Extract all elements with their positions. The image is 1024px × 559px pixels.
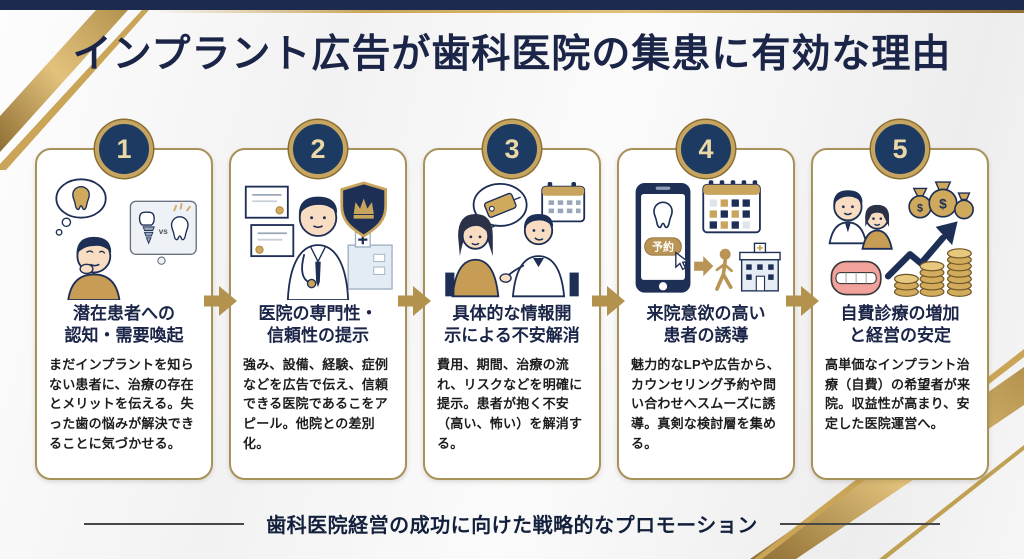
step-card-5: 5 [811, 120, 989, 480]
thought-bubble-icon [55, 178, 107, 236]
smartphone-icon: 予約 [635, 182, 691, 293]
shield-crown-icon [340, 181, 388, 238]
expertise-illustration-svg [244, 181, 393, 300]
doctor-figure [828, 190, 868, 245]
flow-arrow-icon [694, 256, 714, 277]
dentures-icon [830, 260, 882, 296]
clinic-building-icon [739, 242, 781, 292]
step-body-5: 高単価なインプラント治療（自費）の希望者が来院。収益性が高まり、安定した医院運営… [825, 356, 971, 432]
worried-person-figure [67, 236, 121, 300]
certificate-icon-2 [250, 224, 295, 258]
patient-figure [861, 204, 893, 250]
footer-label: 歯科医院経営の成功に向けた戦略的なプロモーション [266, 515, 758, 537]
step-badge-2: 2 [289, 120, 347, 178]
awareness-illustration: vs [37, 150, 211, 300]
money-bag-icon: $ $ [908, 181, 974, 220]
step-title-4: 来院意欲の高い 患者の誘導 [646, 304, 766, 346]
footer-line-right [779, 522, 940, 525]
awareness-illustration-svg: vs [55, 178, 197, 300]
step-card-1: 1 [35, 120, 213, 480]
implant-icon [138, 211, 155, 245]
certificate-icon [244, 185, 289, 219]
guidance-illustration-svg: 予約 [635, 180, 781, 293]
step-badge-3: 3 [483, 120, 541, 178]
step-arrow-1 [204, 286, 237, 316]
step-badge-1: 1 [95, 120, 153, 178]
step-title-3: 具体的な情報開 示による不安解消 [444, 304, 580, 346]
reserve-label: 予約 [652, 240, 674, 254]
step-card-3: 3 [423, 120, 601, 480]
doctor-figure [286, 196, 350, 300]
tooth-icon [72, 185, 90, 211]
page-title: インプラント広告が歯科医院の集患に有効な理由 [72, 33, 952, 76]
step-arrow-4 [786, 286, 819, 316]
vs-label: vs [159, 227, 169, 236]
dentist-figure [499, 214, 579, 298]
clinic-building-icon [347, 231, 393, 290]
price-tag-bubble [472, 182, 528, 235]
walking-person-icon [715, 248, 733, 291]
guidance-illustration: 予約 [619, 150, 793, 300]
gold-accent-line [150, 10, 1024, 13]
footer-line-left [84, 522, 245, 525]
revenue-illustration-svg: $ $ [828, 181, 974, 297]
cards-row: 1 [35, 120, 989, 480]
price-tag-icon [483, 192, 521, 218]
patient-figure [445, 214, 500, 298]
dollar-label-2: $ [939, 197, 947, 212]
implant-vs-tooth-panel: vs [129, 200, 197, 265]
reserve-button: 予約 [644, 237, 682, 256]
sparkle-icon [173, 203, 191, 212]
dollar-label: $ [917, 202, 923, 214]
booking-calendar-icon [702, 180, 761, 234]
top-bar [0, 0, 1024, 10]
consultation-illustration-svg [445, 182, 586, 298]
step-badge-4: 4 [677, 120, 735, 178]
growth-arrow-icon [884, 221, 958, 280]
step-body-3: 費用、期間、治療の流れ、リスクなどを明確に提示。患者が抱く不安（高い、怖い）を解… [437, 356, 583, 451]
cursor-icon [675, 251, 690, 271]
step-title-5: 自費診療の増加 と経営の安定 [840, 304, 960, 346]
revenue-illustration: $ $ [813, 150, 987, 300]
step-card-2: 2 [229, 120, 407, 480]
step-arrow-3 [592, 286, 625, 316]
step-arrow-2 [398, 286, 431, 316]
step-body-1: まだインプラントを知らない患者に、治療の存在とメリットを伝える。失った歯の悩みが… [49, 356, 195, 451]
step-title-1: 潜在患者への 認知・需要喚起 [64, 304, 184, 346]
calendar-icon [541, 182, 586, 223]
step-title-2: 医院の専門性・ 信頼性の提示 [258, 304, 378, 346]
consultation-illustration [425, 150, 599, 300]
step-body-4: 魅力的なLPや広告から、カウンセリング予約や問い合わせへスムーズに誘導。真剣な検… [631, 356, 781, 451]
healthy-tooth-icon [170, 216, 189, 241]
step-badge-5: 5 [871, 120, 929, 178]
coin-stack-icon [893, 248, 972, 297]
expertise-illustration [231, 150, 405, 300]
footer: 歯科医院経営の成功に向けた戦略的なプロモーション [0, 509, 1024, 538]
tooth-icon [653, 201, 673, 229]
step-card-4: 4 予約 [617, 120, 795, 480]
step-body-2: 強み、設備、経験、症例などを広告で伝え、信頼できる医院であるこをアピール。他院と… [243, 356, 389, 451]
